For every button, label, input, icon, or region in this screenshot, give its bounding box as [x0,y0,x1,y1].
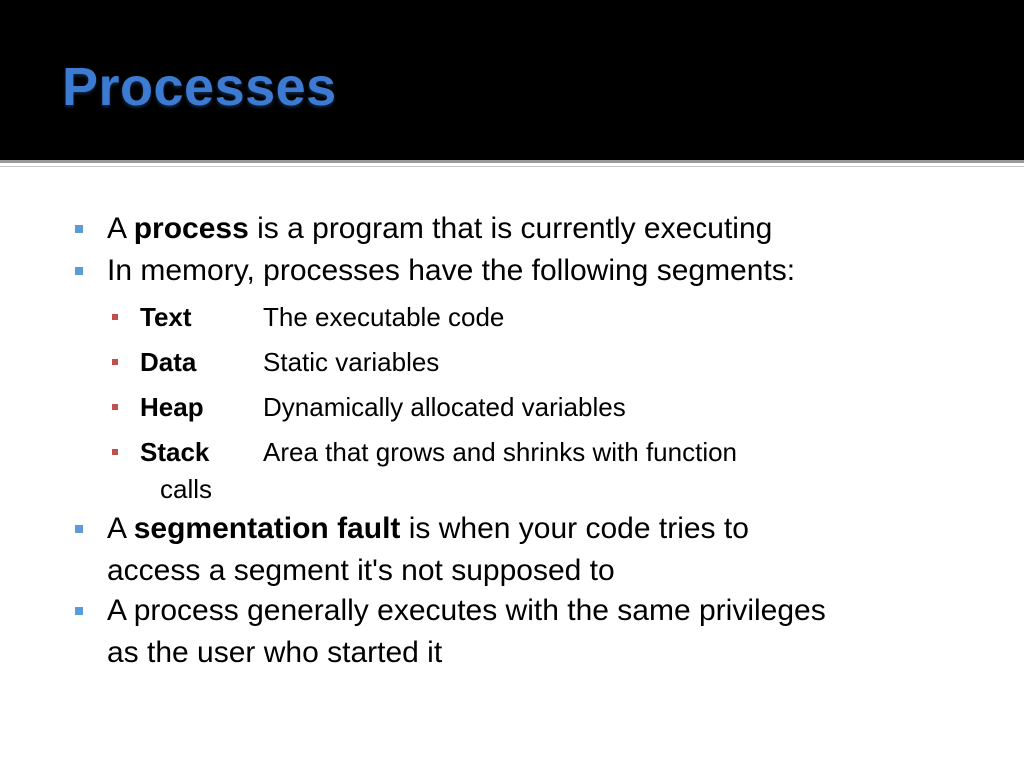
bullet-memory-segments: In memory, processes have the following … [107,254,796,287]
bullet-segfault-definition: A segmentation fault is when your code t… [107,508,987,550]
segment-desc-heap: Dynamically allocated variables [263,392,626,422]
bullet-privileges: A process generally executes with the sa… [107,594,826,627]
bullet-marker-icon [75,525,83,533]
bullet-text: A [107,512,134,545]
bullet-marker-icon [75,607,83,615]
slide-header: Processes [0,0,1024,160]
slide-title: Processes [62,57,337,117]
bullet-marker-icon [75,267,83,275]
segment-term-data: Data [140,347,197,377]
sub-bullet-marker-icon [112,404,118,410]
segment-term-text: Text [140,302,192,332]
segment-desc-stack-continued: calls [160,474,213,504]
bullet-process-definition: A process is a program that is currently… [107,208,987,250]
bullet-marker-icon [75,225,83,233]
segment-desc-data: Static variables [263,347,440,377]
segment-desc-stack: Area that grows and shrinks with functio… [263,437,738,467]
bullet-text: A [107,212,134,245]
header-divider [0,160,1024,163]
segment-term-stack: Stack [140,437,210,467]
bold-term: process [133,212,249,245]
bullet-text: is a program that is currently executing [248,212,773,245]
bullet-segfault-continued: access a segment it's not supposed to [107,554,615,587]
bullet-privileges-continued: as the user who started it [107,636,443,669]
sub-bullet-marker-icon [112,449,118,455]
segment-term-heap: Heap [140,392,204,422]
bullet-text: is when your code tries to [400,512,749,545]
bold-term: segmentation fault [133,512,401,545]
sub-bullet-marker-icon [112,359,118,365]
header-divider-thin [0,166,1024,167]
sub-bullet-marker-icon [112,314,118,320]
segment-desc-text: The executable code [263,302,505,332]
